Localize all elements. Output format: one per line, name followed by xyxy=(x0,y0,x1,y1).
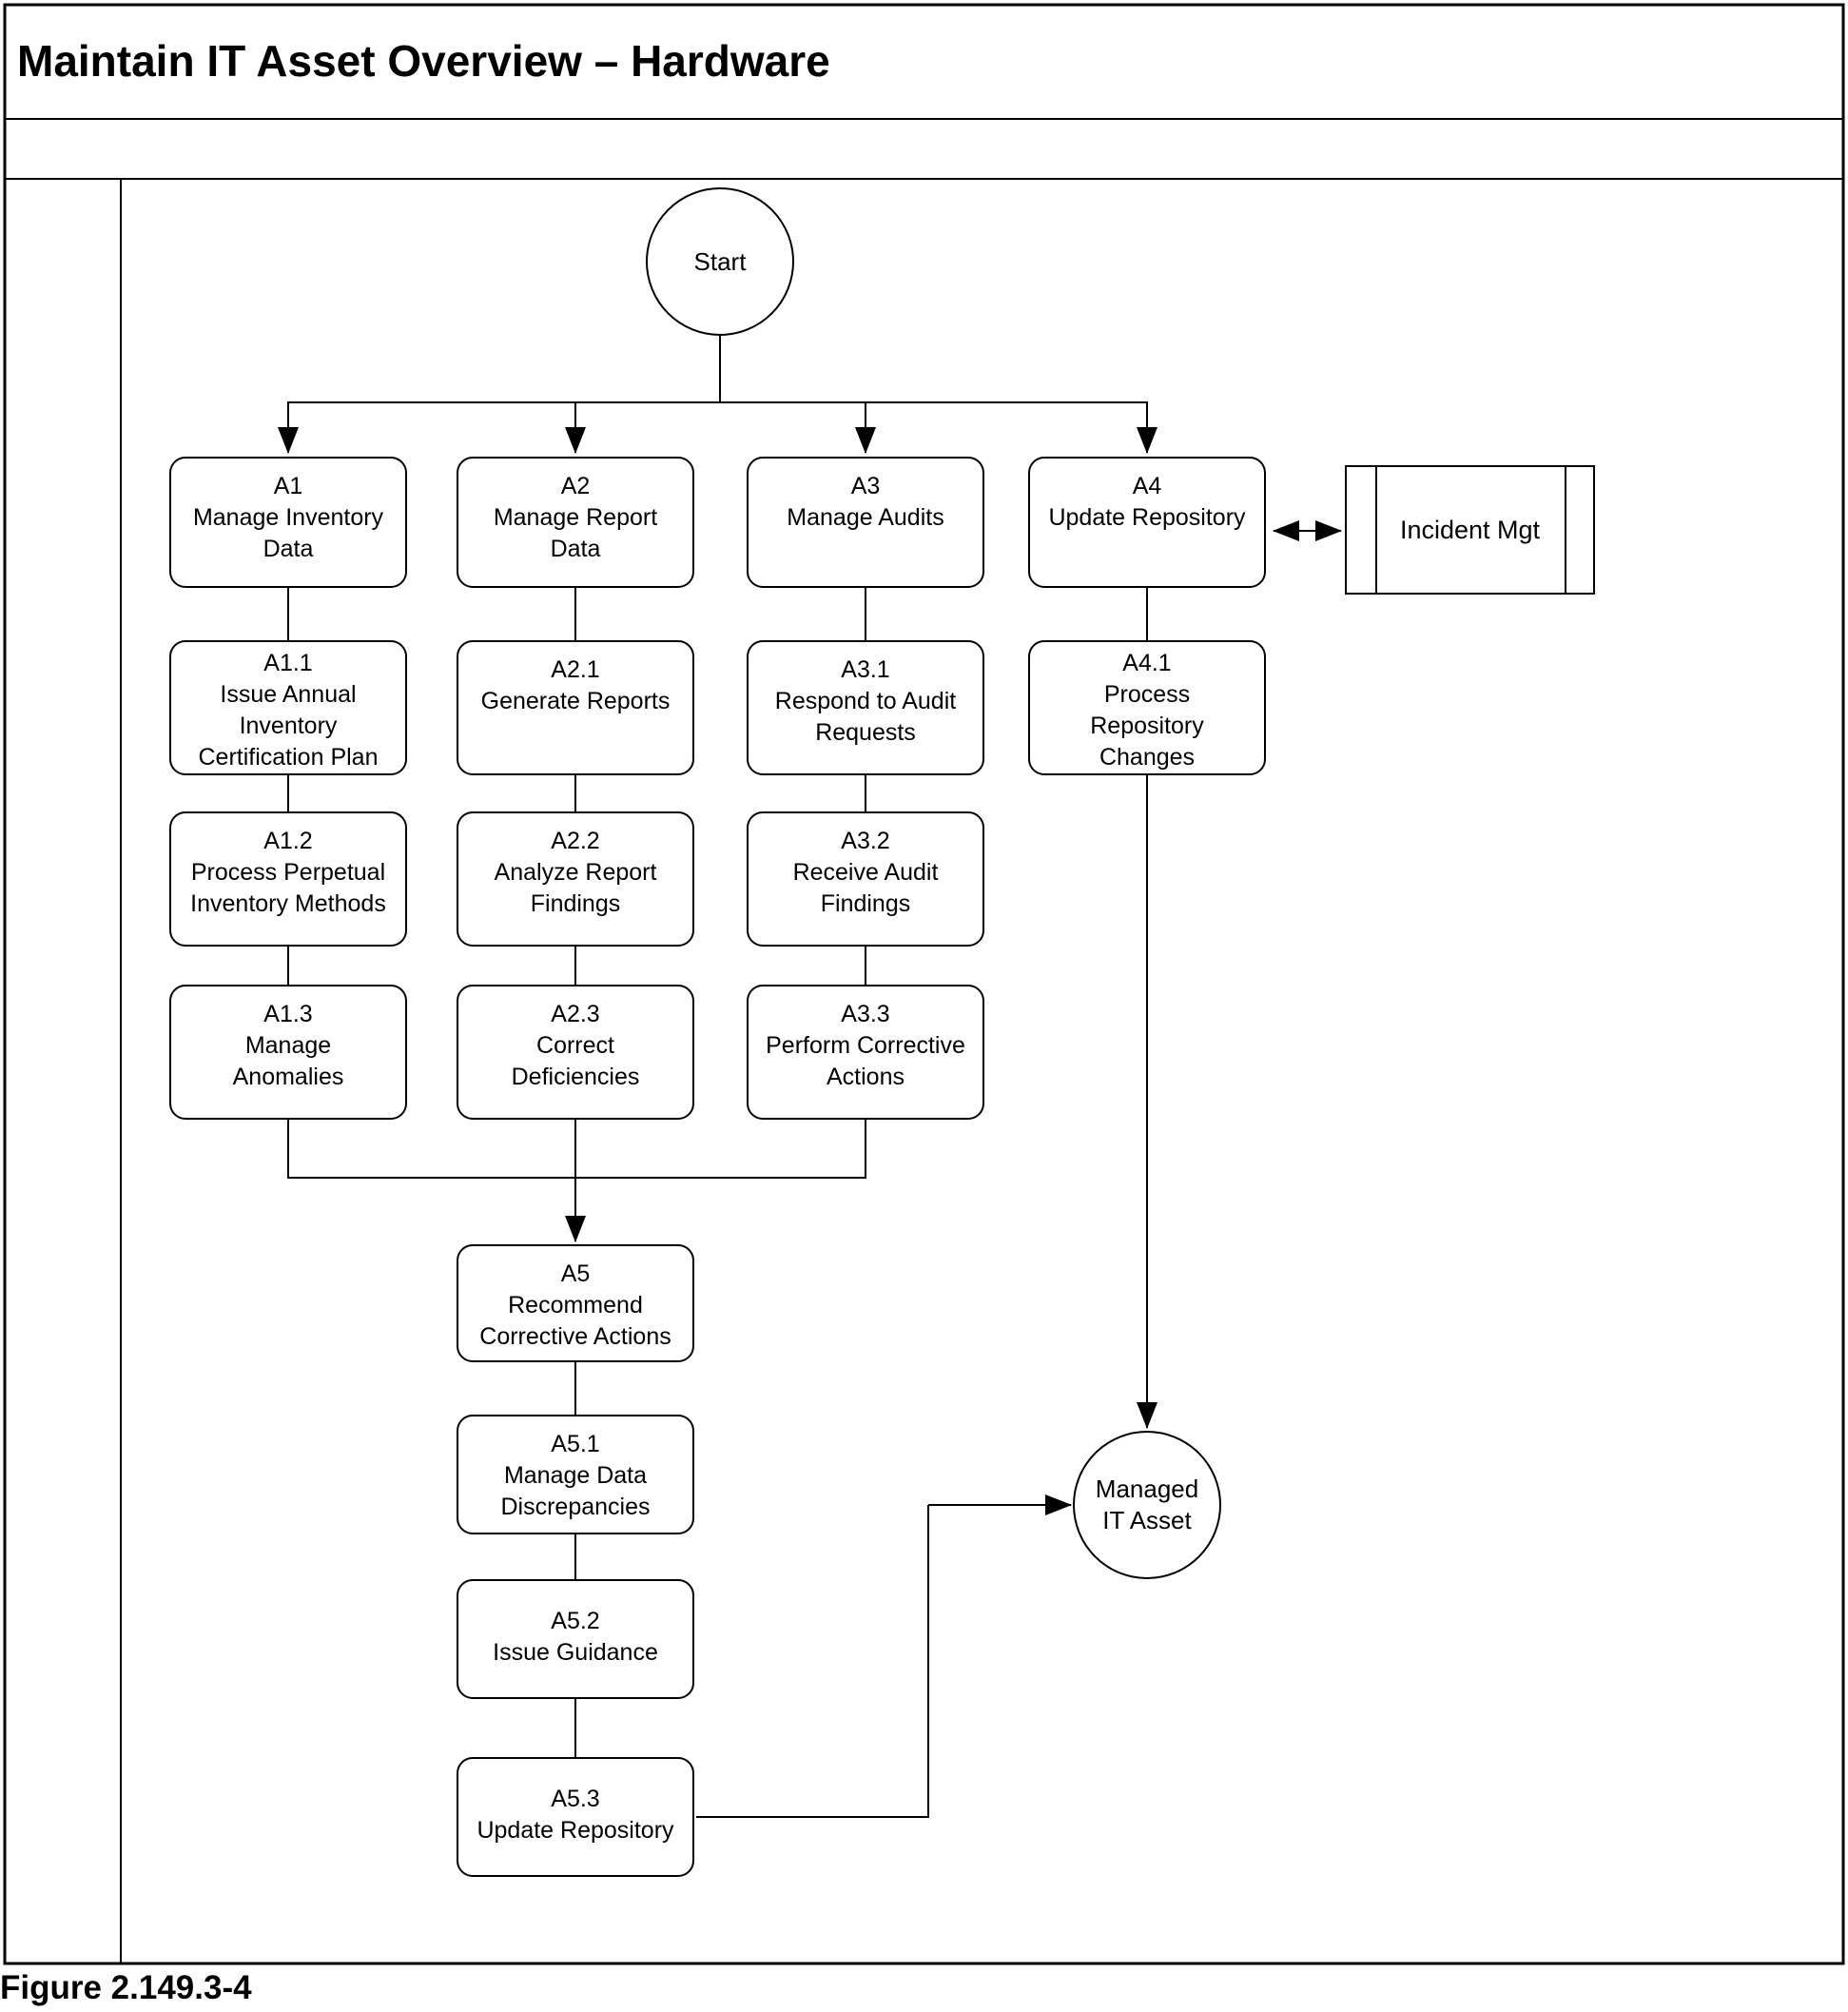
node-id: A1.2 xyxy=(263,828,313,854)
node-label: Analyze Report Findings xyxy=(494,859,657,917)
node-label: Generate Reports xyxy=(480,688,671,714)
node-id: A5.1 xyxy=(551,1431,600,1457)
flow-node-a4-1: A4.1 Process Repository Changes xyxy=(1028,640,1266,775)
node-label: Perform Corrective Actions xyxy=(766,1032,965,1090)
node-id: A5 xyxy=(560,1260,591,1287)
node-label: Correct Deficiencies xyxy=(511,1032,640,1090)
node-id: A3 xyxy=(850,473,881,499)
node-id: A3.1 xyxy=(841,656,890,683)
node-label: Manage Report Data xyxy=(493,504,658,562)
end-label: Managed IT Asset xyxy=(1095,1475,1199,1534)
flow-node-a3-2: A3.2 Receive Audit Findings xyxy=(747,811,984,947)
node-label: Manage Data Discrepancies xyxy=(500,1462,651,1520)
node-id: A1.1 xyxy=(263,650,313,676)
flow-node-a1-2: A1.2 Process Perpetual Inventory Methods xyxy=(169,811,407,947)
node-label: Manage Audits xyxy=(787,504,944,531)
node-label: Update Repository xyxy=(1048,504,1246,531)
node-label: Manage Inventory Data xyxy=(192,504,384,562)
figure-caption: Figure 2.149.3-4 xyxy=(0,1969,252,2006)
node-label: Manage Anomalies xyxy=(232,1032,344,1090)
node-label: Issue Annual Inventory Certification Pla… xyxy=(198,681,379,771)
node-id: A1.3 xyxy=(263,1001,313,1027)
start-terminator: Start xyxy=(646,187,794,336)
node-id: A5.2 xyxy=(551,1608,600,1634)
flow-node-a5-2: A5.2 Issue Guidance xyxy=(457,1579,694,1699)
end-terminator: Managed IT Asset xyxy=(1073,1431,1221,1579)
node-label: Recommend Corrective Actions xyxy=(479,1292,671,1350)
flow-node-a3-3: A3.3 Perform Corrective Actions xyxy=(747,985,984,1120)
node-id: A1 xyxy=(273,473,303,499)
node-id: A5.3 xyxy=(551,1786,600,1812)
flow-node-a5-1: A5.1 Manage Data Discrepancies xyxy=(457,1415,694,1534)
node-label: Process Perpetual Inventory Methods xyxy=(190,859,386,917)
external-label: Incident Mgt xyxy=(1399,515,1541,544)
flow-node-a2: A2 Manage Report Data xyxy=(457,457,694,588)
flow-node-a1-1: A1.1 Issue Annual Inventory Certificatio… xyxy=(169,640,407,775)
node-id: A2 xyxy=(560,473,591,499)
flow-node-a5: A5 Recommend Corrective Actions xyxy=(457,1244,694,1362)
node-id: A4.1 xyxy=(1122,650,1172,676)
flow-node-a2-2: A2.2 Analyze Report Findings xyxy=(457,811,694,947)
start-label: Start xyxy=(693,246,747,276)
outer-frame xyxy=(3,3,1845,1965)
flow-node-a2-1: A2.1 Generate Reports xyxy=(457,640,694,775)
node-label: Issue Guidance xyxy=(493,1639,658,1666)
flow-node-a3-1: A3.1 Respond to Audit Requests xyxy=(747,640,984,775)
flow-node-a4: A4 Update Repository xyxy=(1028,457,1266,588)
flow-node-a1-3: A1.3 Manage Anomalies xyxy=(169,985,407,1120)
inner-bar-left xyxy=(1375,467,1377,593)
external-entity-incident-mgt: Incident Mgt xyxy=(1345,465,1595,595)
page-title: Maintain IT Asset Overview – Hardware xyxy=(17,36,830,86)
node-id: A3.3 xyxy=(841,1001,890,1027)
inner-bar-right xyxy=(1565,467,1566,593)
flow-node-a1: A1 Manage Inventory Data xyxy=(169,457,407,588)
node-id: A2.3 xyxy=(551,1001,600,1027)
node-id: A3.2 xyxy=(841,828,890,854)
node-label: Process Repository Changes xyxy=(1090,681,1204,771)
node-label: Update Repository xyxy=(477,1817,674,1844)
node-id: A4 xyxy=(1132,473,1162,499)
flow-node-a5-3: A5.3 Update Repository xyxy=(457,1757,694,1877)
node-label: Receive Audit Findings xyxy=(792,859,939,917)
flow-node-a2-3: A2.3 Correct Deficiencies xyxy=(457,985,694,1120)
flow-node-a3: A3 Manage Audits xyxy=(747,457,984,588)
node-id: A2.1 xyxy=(551,656,600,683)
node-id: A2.2 xyxy=(551,828,600,854)
node-label: Respond to Audit Requests xyxy=(774,688,957,746)
